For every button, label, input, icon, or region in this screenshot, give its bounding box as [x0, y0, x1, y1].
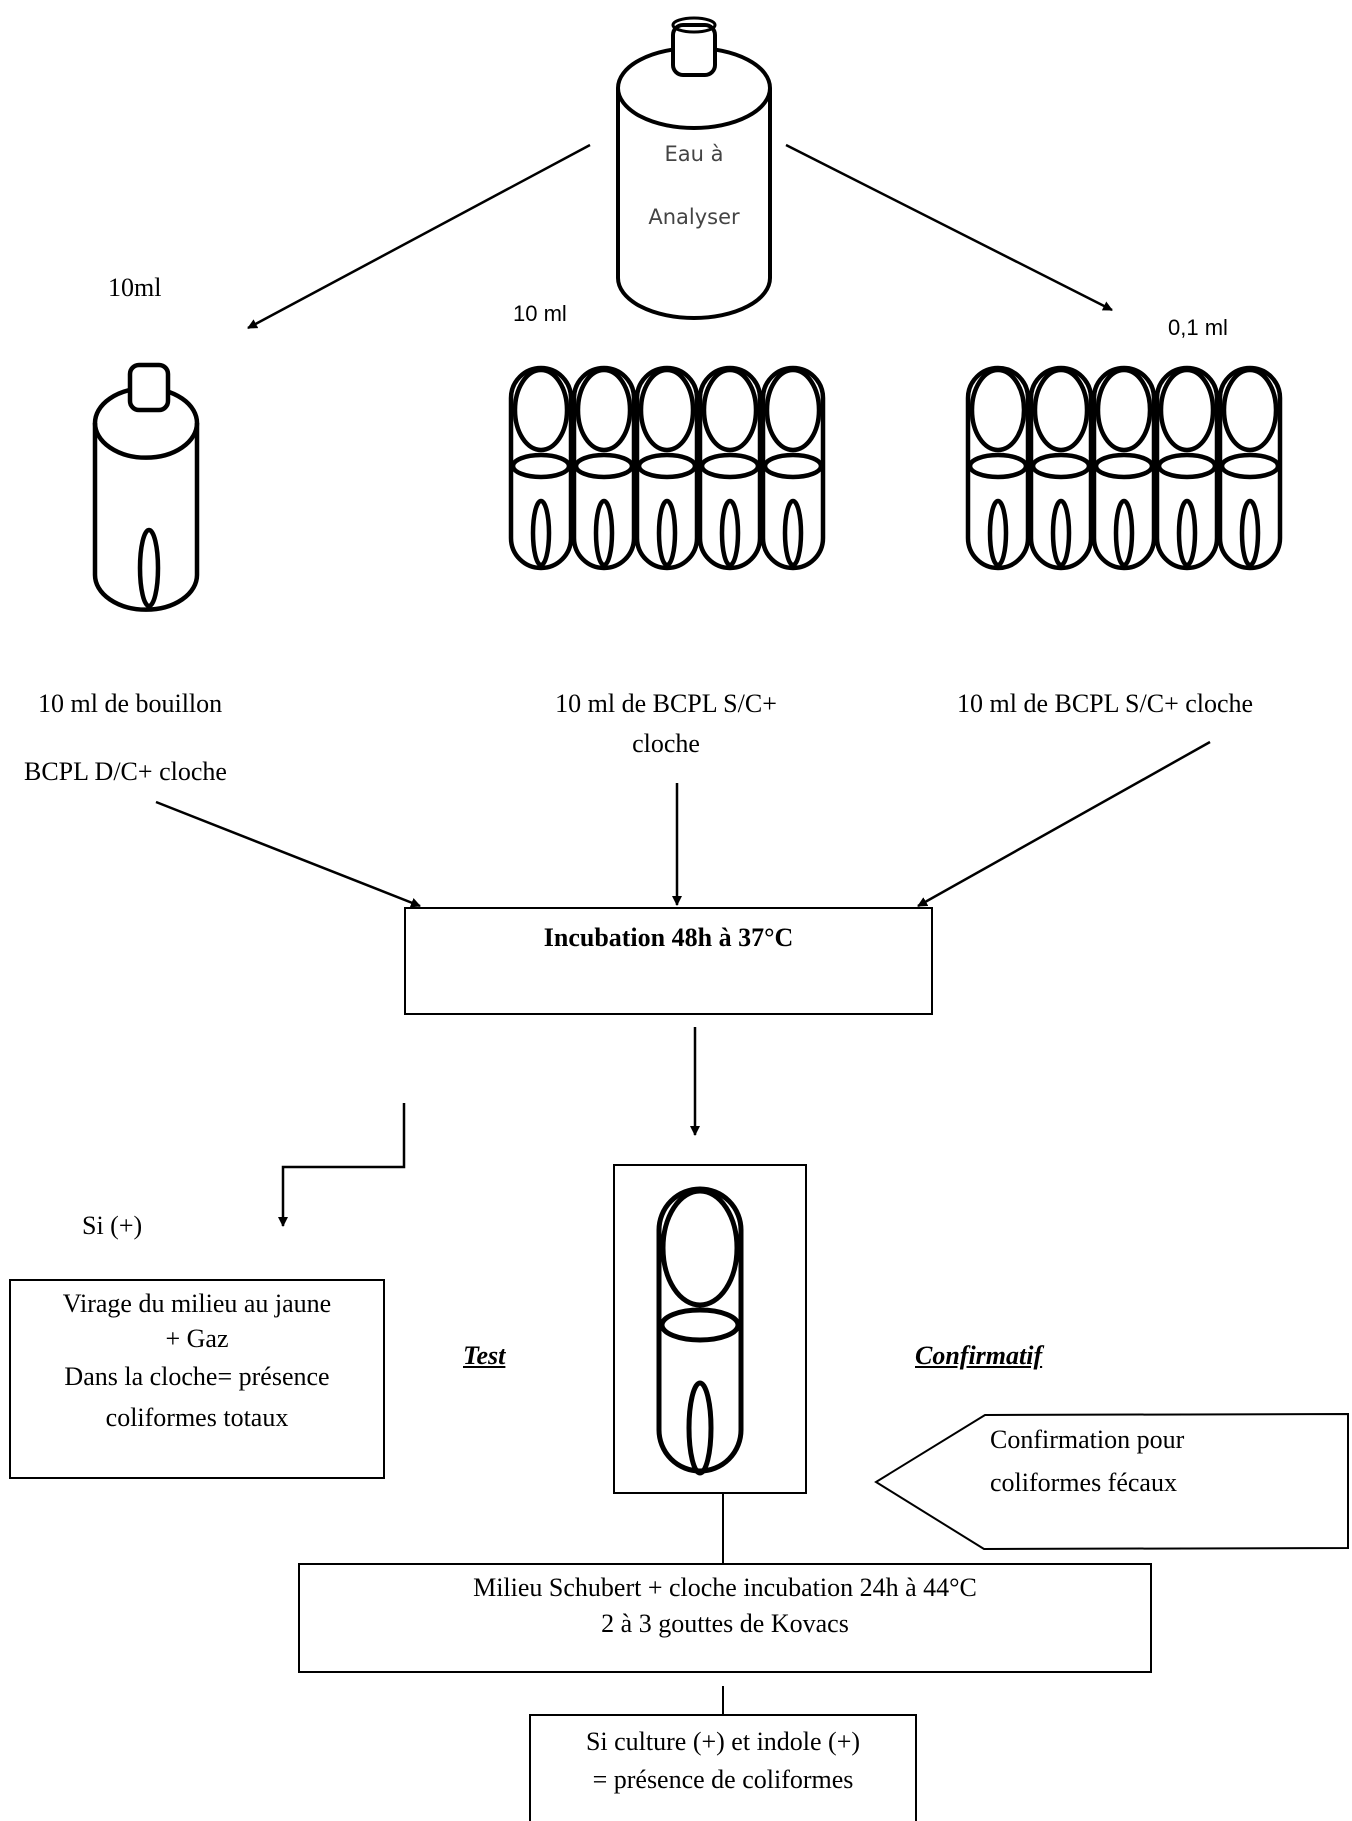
- elbow-arrow-to-positive: [278, 1103, 406, 1227]
- schubert-line2: 2 à 3 gouttes de Kovacs: [601, 1609, 849, 1638]
- medium-right: 10 ml de BCPL S/C+ cloche: [957, 689, 1254, 718]
- medium-left-line1: 10 ml de bouillon: [38, 689, 223, 718]
- result-line1: Si culture (+) et indole (+): [585, 1727, 861, 1756]
- volume-left: 10ml: [108, 273, 162, 302]
- confirmatif-label: Confirmatif: [915, 1341, 1043, 1370]
- positive-line4: coliformes totaux: [105, 1403, 289, 1432]
- arrow-left-to-incubation: [155, 800, 421, 908]
- incubation-label: Incubation 48h à 37°C: [543, 923, 794, 952]
- medium-left-line2: BCPL D/C+ cloche: [24, 757, 227, 786]
- bottle-label-line1: Eau à: [664, 142, 724, 166]
- confirmation-tube: [656, 1186, 744, 1476]
- tube-set-0-1ml: [968, 368, 1280, 568]
- flask-double-concentration: [92, 362, 200, 612]
- confirmation-line2: coliformes fécaux: [990, 1468, 1177, 1497]
- positive-line2: + Gaz: [165, 1324, 229, 1353]
- confirmation-line1: Confirmation pour: [990, 1425, 1185, 1454]
- result-line2: = présence de coliformes: [592, 1765, 854, 1794]
- arrow-to-right-tubes: [785, 143, 1113, 312]
- arrow-to-left-flask: [247, 143, 591, 330]
- medium-middle-line1: 10 ml de BCPL S/C+: [555, 689, 777, 718]
- bottle-label-line2: Analyser: [648, 205, 740, 229]
- volume-right: 0,1 ml: [1168, 315, 1228, 340]
- confirmation-callout-shape: [874, 1412, 1349, 1551]
- volume-middle: 10 ml: [513, 301, 567, 326]
- confirmation-tube-box: [613, 1164, 807, 1494]
- positive-result-box: [9, 1279, 385, 1479]
- positive-label: Si (+): [82, 1211, 143, 1240]
- positive-line1: Virage du milieu au jaune: [62, 1289, 332, 1318]
- incubation-box: [404, 907, 933, 1015]
- schubert-line1: Milieu Schubert + cloche incubation 24h …: [473, 1573, 977, 1602]
- final-result-box: [529, 1714, 917, 1821]
- positive-line3: Dans la cloche= présence: [64, 1362, 330, 1391]
- tube-set-10ml: [511, 368, 823, 568]
- sample-bottle: [616, 16, 772, 320]
- test-label: Test: [463, 1341, 506, 1370]
- arrow-right-to-incubation: [917, 740, 1211, 908]
- schubert-box: [298, 1563, 1152, 1673]
- medium-middle-line2: cloche: [632, 729, 700, 758]
